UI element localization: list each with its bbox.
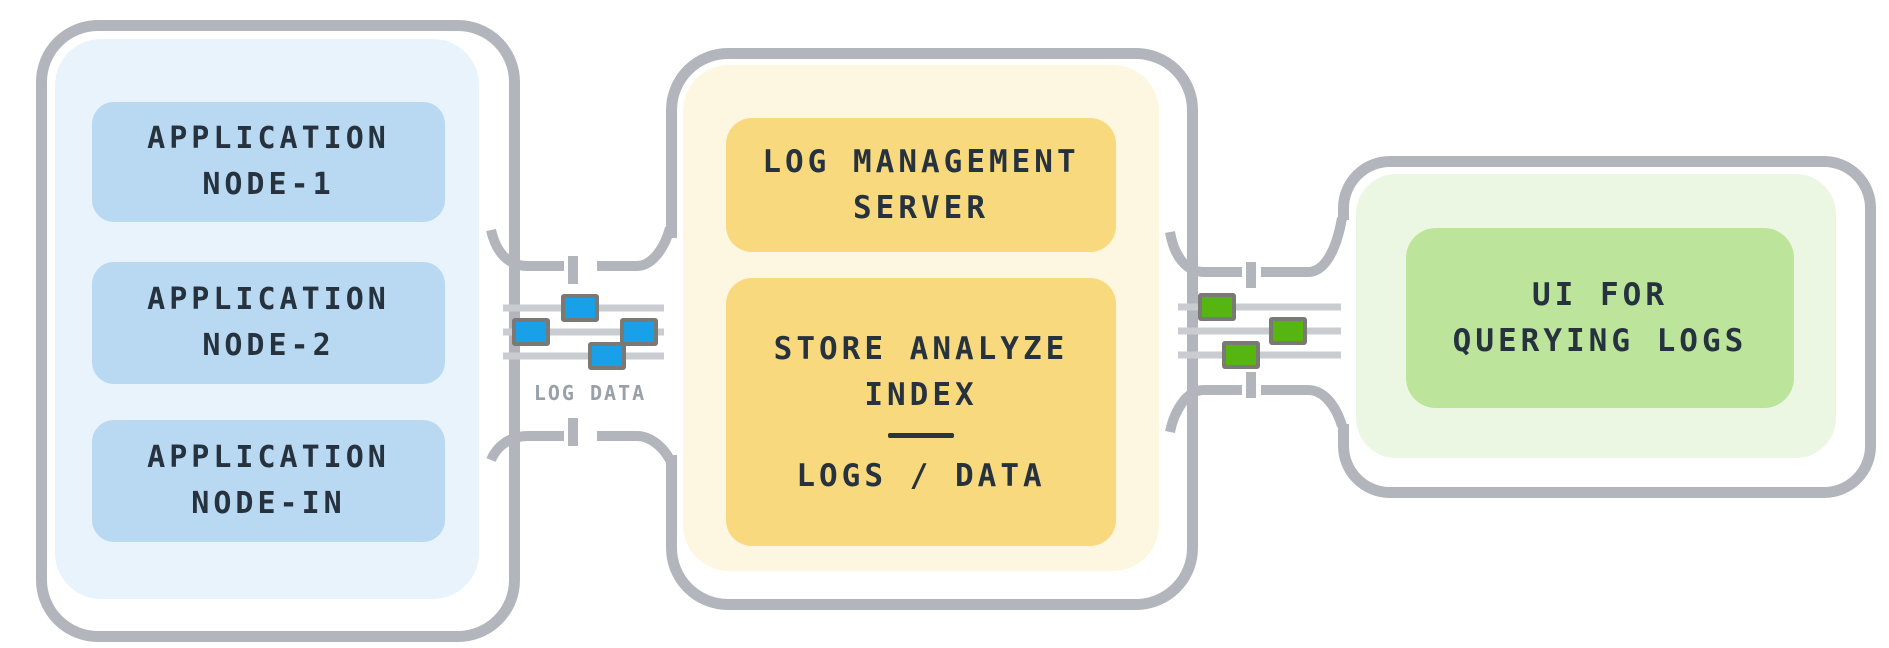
log-packet-green-icon [1198, 293, 1236, 321]
log-packet-green-icon [1222, 341, 1260, 369]
node-application-node-2: APPLICATION NODE-2 [92, 262, 445, 384]
node-application-node-1: APPLICATION NODE-1 [92, 102, 445, 222]
node-application-node-in: APPLICATION NODE-IN [92, 420, 445, 542]
node-label: APPLICATION NODE-2 [147, 282, 390, 363]
node-label-top: STORE ANALYZE INDEX [773, 330, 1069, 413]
log-packet-blue-icon [561, 294, 599, 322]
node-label: APPLICATION NODE-1 [147, 121, 390, 202]
node-ui-for-querying-logs: UI FOR QUERYING LOGS [1406, 228, 1794, 408]
node-store-analyze-index: STORE ANALYZE INDEX LOGS / DATA [726, 278, 1116, 546]
divider-line [888, 432, 954, 438]
node-label-bottom: LOGS / DATA [796, 457, 1046, 494]
node-log-management-server: LOG MANAGEMENT SERVER [726, 118, 1116, 252]
left-pipe-label: LOG DATA [533, 381, 647, 405]
node-label: UI FOR QUERYING LOGS [1452, 277, 1748, 359]
log-packet-blue-icon [512, 318, 550, 346]
log-packet-blue-icon [588, 342, 626, 370]
node-label: APPLICATION NODE-IN [147, 440, 390, 521]
node-label: LOG MANAGEMENT SERVER [762, 144, 1080, 226]
log-packet-green-icon [1269, 317, 1307, 345]
log-packet-blue-icon [620, 318, 658, 346]
